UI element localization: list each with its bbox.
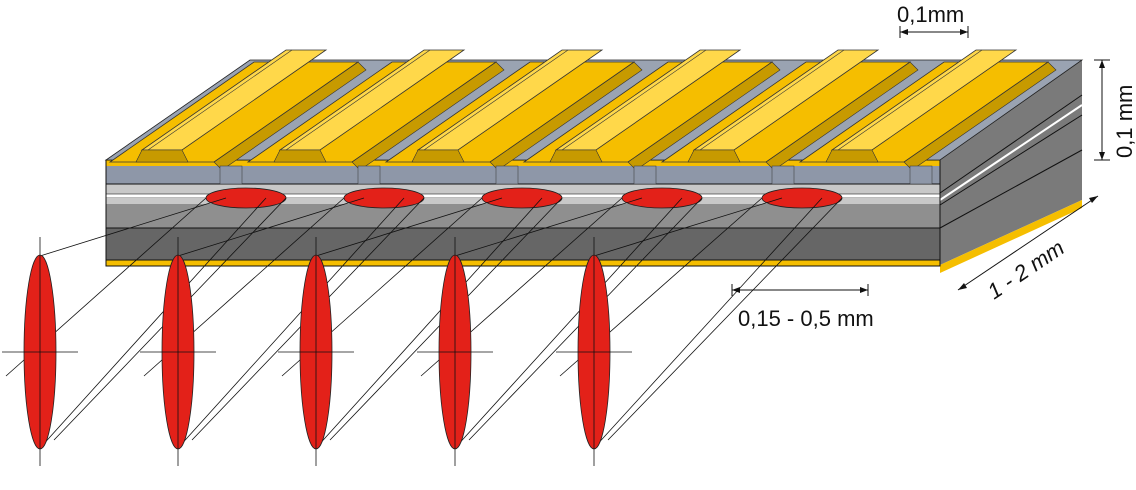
far-field-pattern: [140, 237, 216, 466]
gold-stripe: [108, 49, 367, 185]
stripe-gap: [909, 165, 933, 185]
beam-line: [39, 197, 227, 257]
far-field-pattern: [556, 237, 632, 466]
stripe-ridge-line: [423, 49, 569, 151]
far-field-pattern: [278, 237, 354, 466]
stripe-gap: [633, 165, 657, 185]
stripe-ridge-front: [825, 149, 879, 163]
emission-spot: [761, 187, 843, 209]
layer-blue-gray: [106, 166, 940, 184]
beam-line: [177, 197, 405, 449]
label-spacing: 0,15 - 0,5 mm: [738, 306, 874, 331]
dimension-spacing: 0,15 - 0,5 mm: [731, 284, 874, 331]
beam-line: [454, 197, 683, 449]
gold-stripe: [246, 49, 505, 185]
dimension-pitch-top: 0,1mm: [897, 2, 969, 38]
stripe-gap: [771, 165, 795, 185]
gold-stripe: [798, 49, 1057, 185]
stripe-ridge-line: [147, 49, 293, 151]
stripe-ridge-line: [699, 49, 845, 151]
far-field-pattern: [417, 237, 493, 466]
stripe-gap: [219, 165, 243, 185]
beam-line: [315, 197, 543, 449]
stripe-ridge-front: [273, 149, 327, 163]
stripe-gap: [357, 165, 381, 185]
side-face-gold-base: [940, 200, 1082, 273]
beam-line: [607, 197, 843, 441]
emission-spot: [343, 187, 425, 209]
beam-line: [39, 197, 267, 449]
stripe-ridge-line: [837, 49, 983, 151]
beam-line: [177, 197, 365, 257]
stripe-gap: [495, 165, 519, 185]
stripe-ridge-front: [135, 149, 189, 163]
stripe-ridge-line: [561, 49, 707, 151]
stripe-ridge-front: [411, 149, 465, 163]
beam-line: [593, 197, 823, 449]
stripe-ridge-front: [549, 149, 603, 163]
emission-spot: [621, 187, 703, 209]
chip-side-face: [939, 60, 1083, 273]
layer-bottom-gold: [106, 260, 940, 266]
layer-dark-gray: [106, 228, 940, 260]
beam-line: [593, 197, 783, 257]
emission-spots: [205, 187, 843, 209]
far-field-pattern: [2, 237, 78, 466]
gold-stripe: [522, 49, 781, 185]
emission-spot: [481, 187, 563, 209]
gold-stripe: [660, 49, 919, 185]
side-face-upper: [940, 60, 1082, 265]
stripe-ridge-front: [687, 149, 741, 163]
label-pitch-top: 0,1mm: [897, 2, 964, 27]
gold-stripe: [384, 49, 643, 185]
dimension-thickness: 0,1 mm: [1094, 59, 1136, 161]
stripe-ridge-line: [285, 49, 431, 151]
beam-line: [454, 197, 643, 257]
beam-line: [315, 197, 503, 257]
label-thickness: 0,1 mm: [1112, 85, 1136, 158]
emission-spot: [205, 187, 287, 209]
gold-contact-stripes: [108, 49, 1057, 185]
layer-top-gold-strip: [106, 160, 940, 166]
far-field-ellipses: [2, 237, 632, 466]
